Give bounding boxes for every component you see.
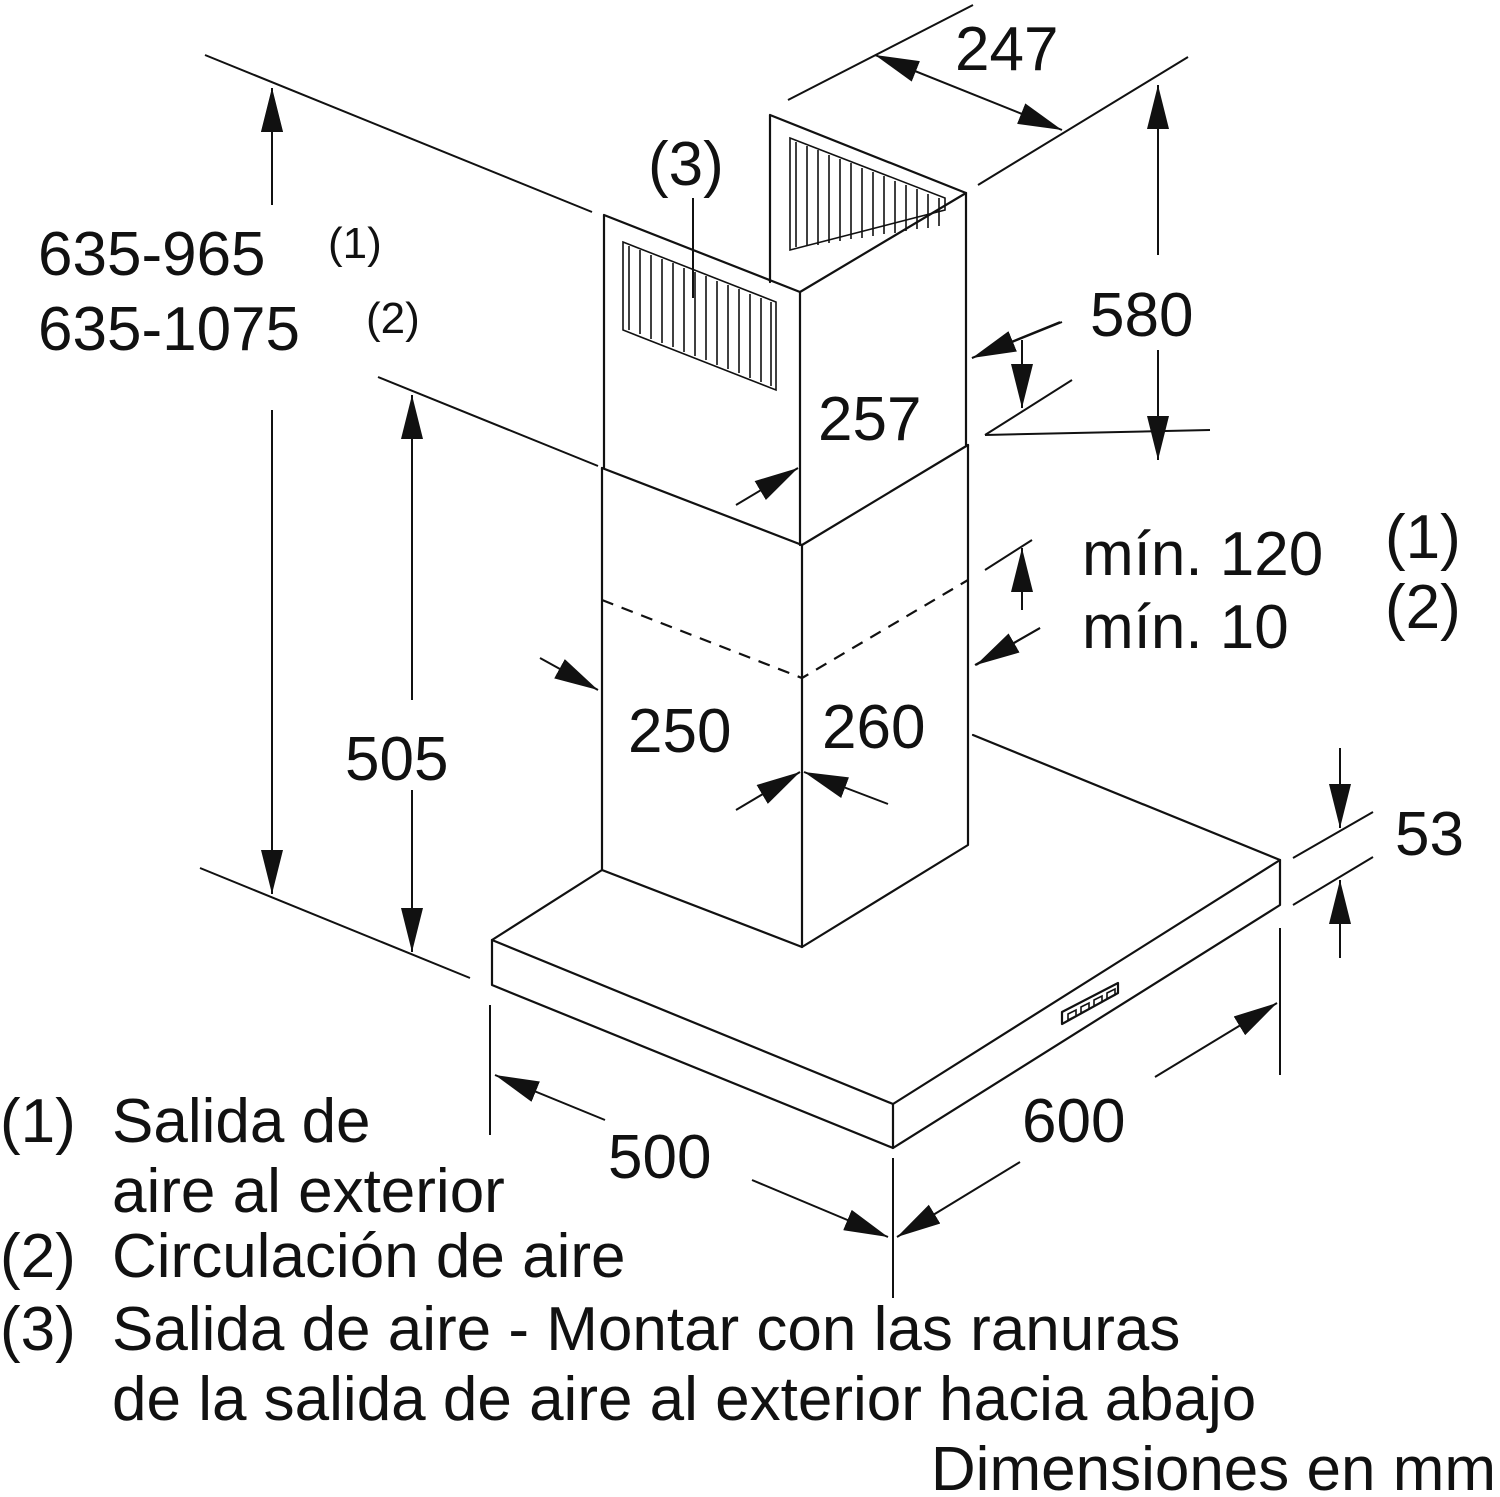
legend-num-1: (1) [0, 1087, 76, 1156]
dim-min-10: mín. 10 [1082, 593, 1289, 662]
legend-num-3: (3) [0, 1295, 76, 1364]
note-2-top: (2) [366, 294, 420, 343]
dimension-lines [199, 4, 1374, 1298]
note-1-top: (1) [328, 219, 382, 268]
dim-635-965: 635-965 [38, 220, 266, 289]
dim-635-1075: 635-1075 [38, 295, 300, 364]
vent-slots-back [789, 136, 946, 252]
control-panel [1060, 981, 1120, 1026]
vent-slots-front [622, 240, 777, 392]
legend-line-3a: Salida de aire - Montar con las ranuras [112, 1295, 1180, 1364]
legend-line-1b: aire al exterior [112, 1157, 505, 1226]
legend-line-2a: Circulación de aire [112, 1222, 625, 1291]
note-3-label: (3) [648, 130, 724, 199]
overlap-line [601, 579, 969, 680]
dim-600: 600 [1022, 1087, 1125, 1156]
dim-257: 257 [818, 385, 921, 454]
hood-canopy [490, 733, 1282, 1150]
note-1-min: (1) [1385, 503, 1461, 572]
dim-min-120: mín. 120 [1082, 520, 1323, 589]
legend: (1) Salida de aire al exterior (2) Circu… [0, 1087, 1496, 1497]
note-2-min: (2) [1385, 573, 1461, 642]
dim-247: 247 [955, 15, 1058, 84]
dim-260: 260 [822, 693, 925, 762]
dim-250: 250 [628, 697, 731, 766]
legend-line-3b: de la salida de aire al exterior hacia a… [112, 1365, 1256, 1434]
lower-chimney [600, 443, 970, 949]
units-note: Dimensiones en mm [931, 1435, 1496, 1497]
upper-chimney [602, 113, 968, 547]
dim-53: 53 [1395, 800, 1464, 869]
dim-500: 500 [608, 1123, 711, 1192]
dim-505: 505 [345, 725, 448, 794]
legend-line-1a: Salida de [112, 1087, 371, 1156]
dim-580: 580 [1090, 281, 1193, 350]
legend-num-2: (2) [0, 1222, 76, 1291]
dimension-labels: 247 580 635-965 (1) 635-1075 (2) (3) 257… [38, 15, 1464, 1192]
